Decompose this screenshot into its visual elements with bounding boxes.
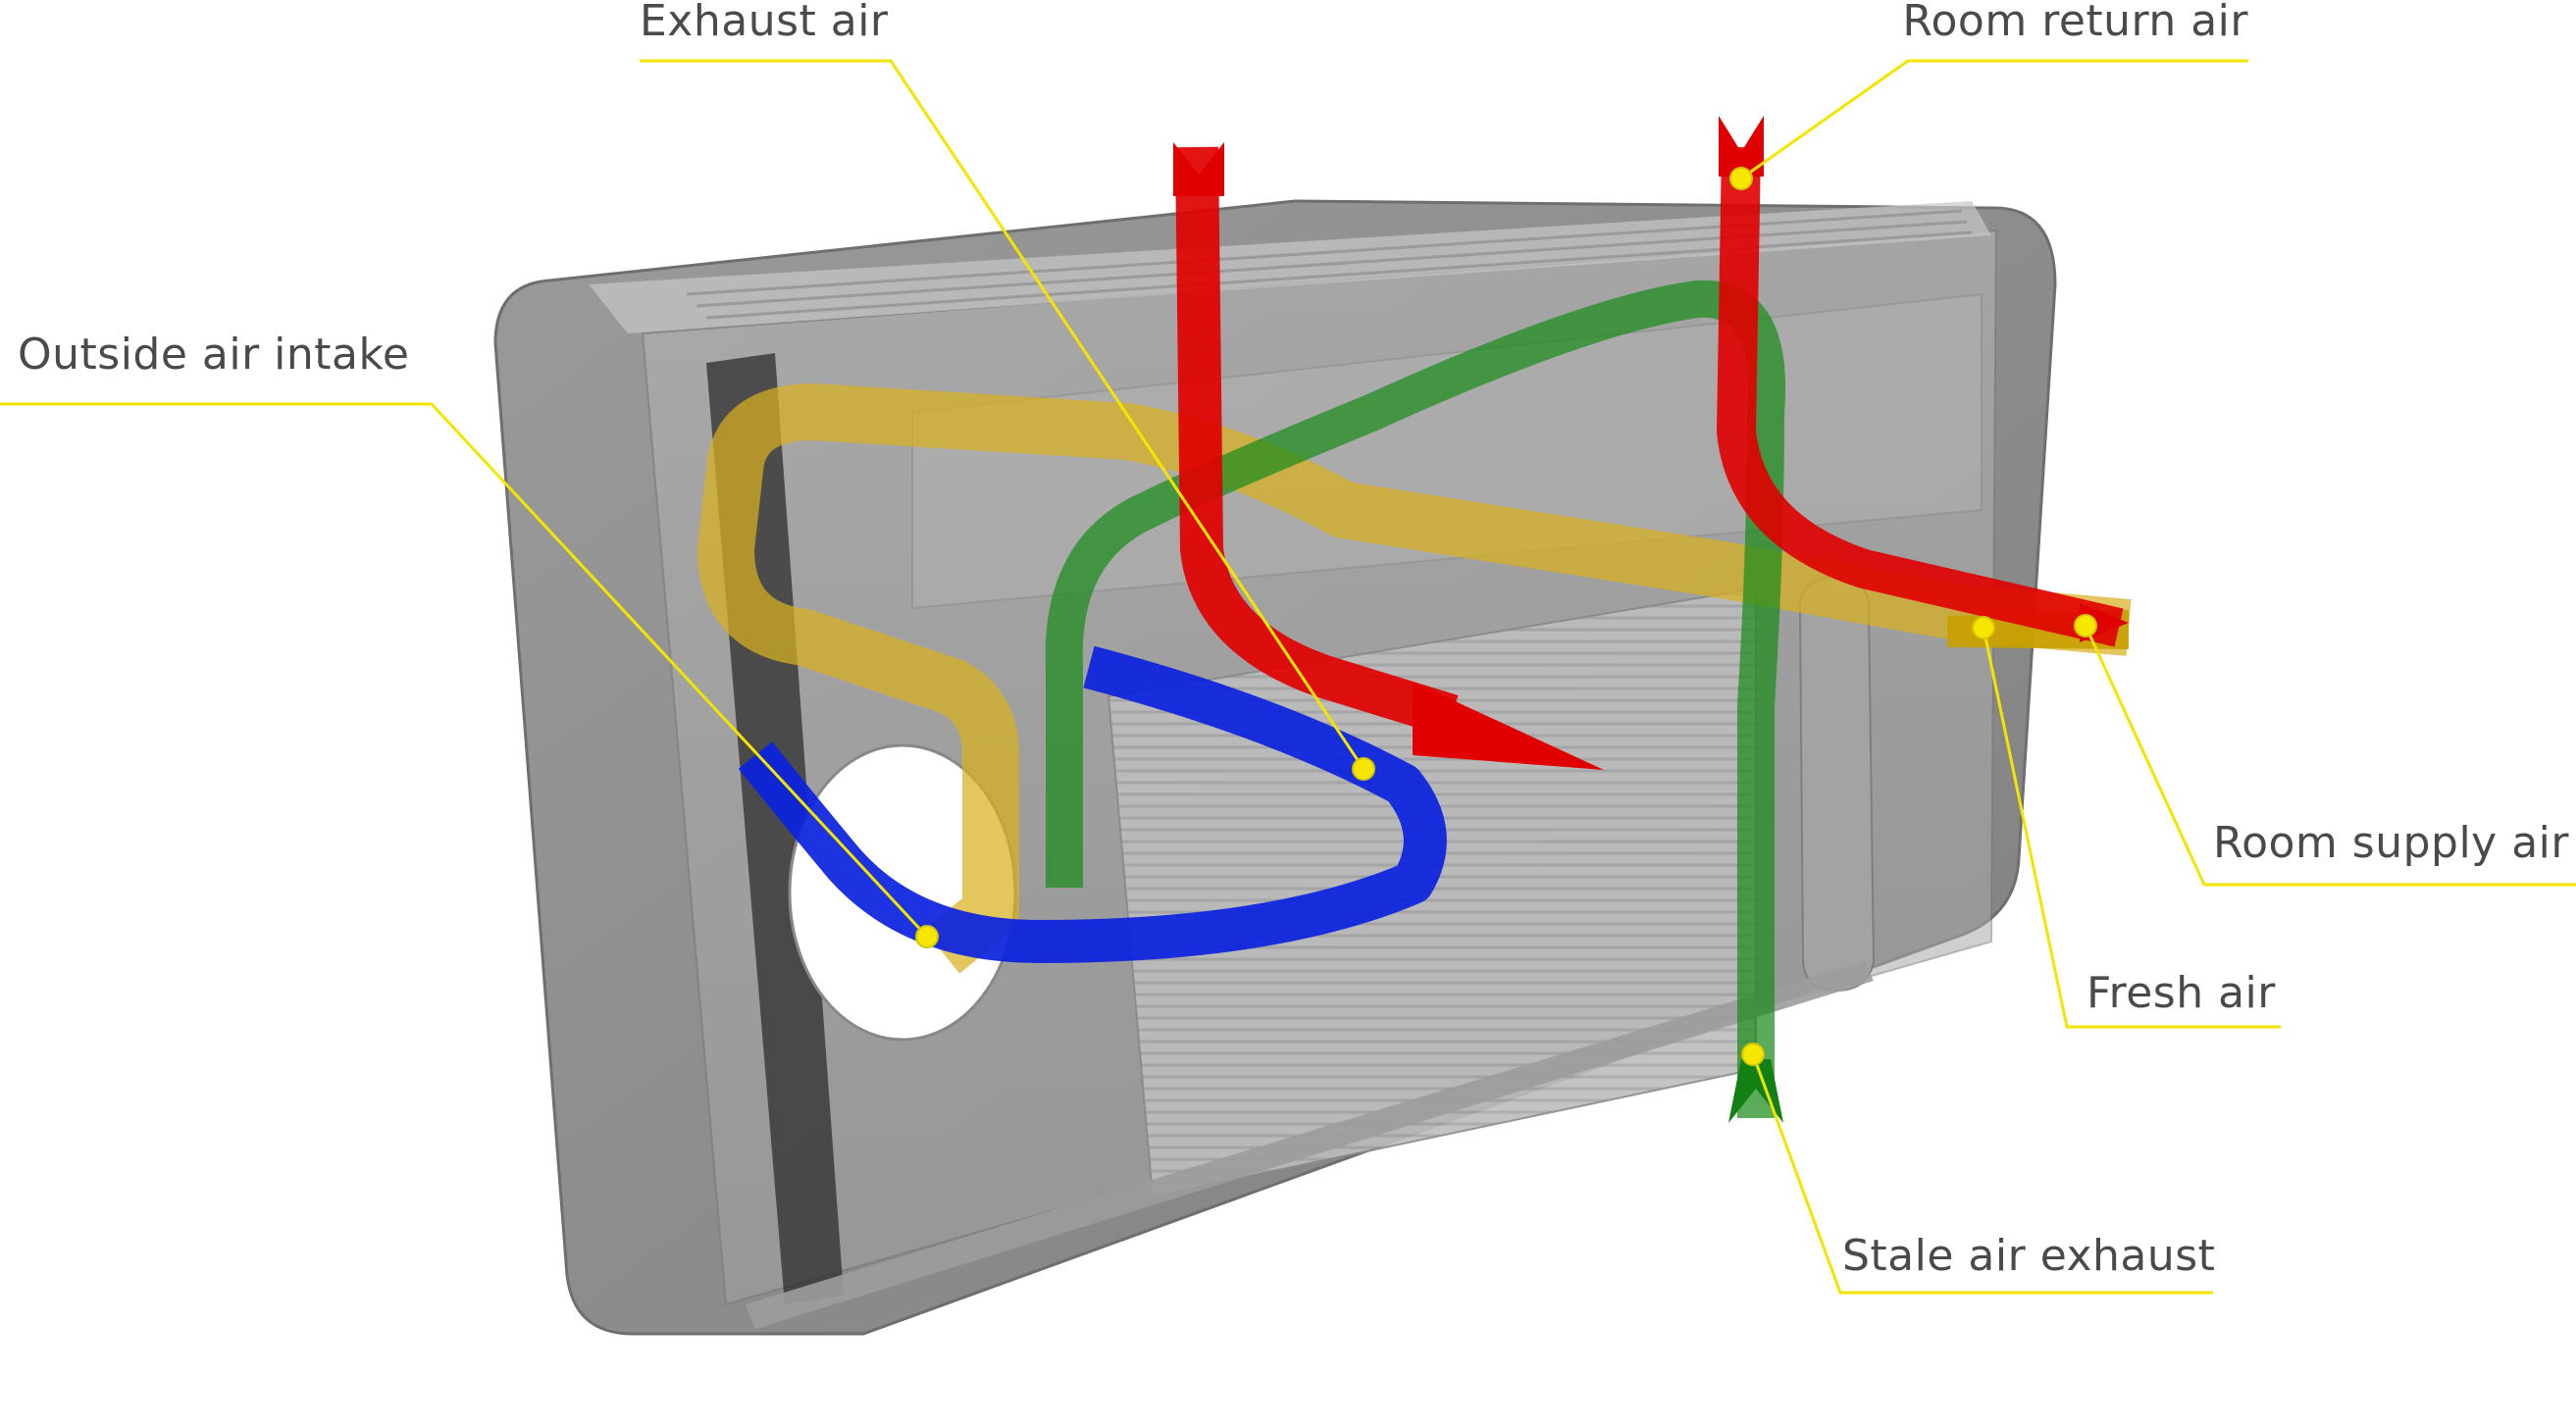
label-exhaust-air: Exhaust air: [640, 0, 889, 46]
callout-line-room-return-air: [1740, 59, 2248, 180]
label-room-return-air: Room return air: [1902, 0, 2248, 46]
label-outside-air-intake: Outside air intake: [18, 330, 409, 380]
label-fresh-air: Fresh air: [2087, 968, 2276, 1018]
callout-dot-room-supply-air: [2074, 614, 2097, 638]
bottom-base: [746, 961, 1874, 1329]
air-flows: [697, 116, 2132, 1123]
callout-dot-stale-air-exhaust: [1741, 1043, 1765, 1066]
callout-dot-outside-air-intake: [915, 925, 939, 948]
red-exhaust-air-flow: [1175, 146, 1459, 738]
callout-dot-room-return-air: [1729, 167, 1753, 190]
red-exhaust-arrowhead: [1413, 682, 1604, 770]
compressor: [1798, 575, 1876, 993]
blue-exhaust-air-flow: [738, 645, 1447, 963]
callout-line-stale-air-exhaust: [1751, 1053, 2213, 1295]
callout-line-fresh-air: [1982, 627, 2281, 1029]
callout-dot-fresh-air: [1972, 616, 1995, 639]
callout-labels: Exhaust air Room return air Outside air …: [18, 0, 2569, 1281]
callout-line-outside-air-intake: [0, 402, 929, 939]
red-room-return-air-tail: [1719, 116, 1764, 177]
callout-dot-exhaust-air: [1352, 757, 1375, 781]
red-exhaust-air-tail: [1173, 142, 1224, 196]
callout-line-exhaust-air: [640, 59, 1365, 770]
callout-line-room-supply-air: [2084, 625, 2576, 887]
label-stale-air-exhaust: Stale air exhaust: [1842, 1231, 2215, 1281]
callout-dots: [915, 167, 2097, 1066]
callouts: [0, 59, 2576, 1295]
green-stale-air-tail: [1728, 1059, 1783, 1123]
red-room-return-air-flow: [1717, 146, 2124, 647]
label-room-supply-air: Room supply air: [2213, 818, 2569, 868]
unit-housing: [493, 199, 2057, 1336]
